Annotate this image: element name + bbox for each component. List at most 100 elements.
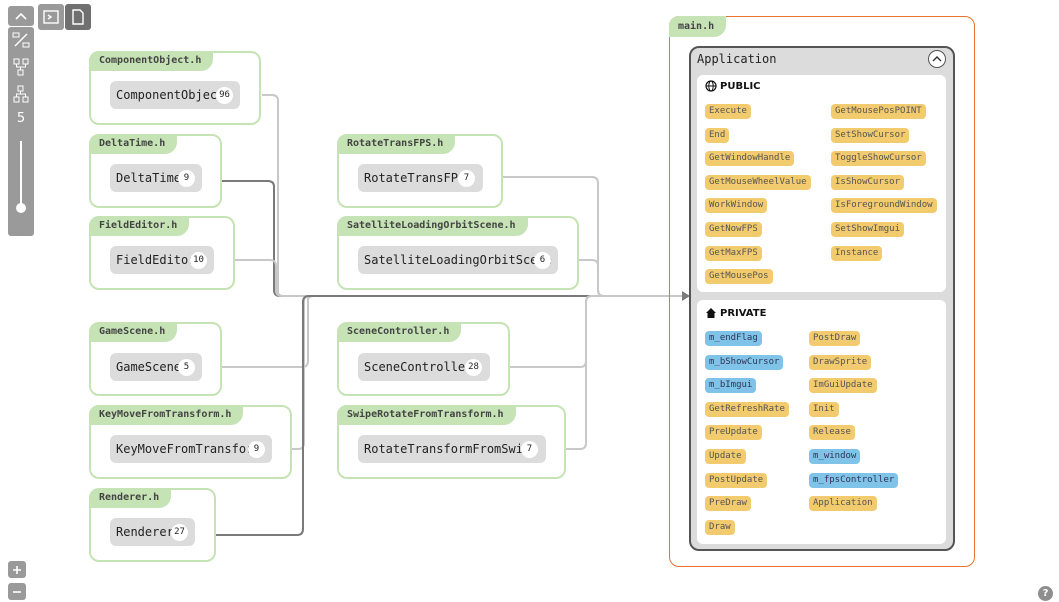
depth-slider-thumb[interactable] <box>16 203 26 213</box>
reference-count-badge: 9 <box>178 170 195 187</box>
class-name: KeyMoveFromTransform <box>116 442 261 456</box>
class-name: FieldEditor <box>116 253 196 267</box>
reference-count-badge: 27 <box>171 524 188 541</box>
class-node-keymovefromtransform[interactable]: KeyMoveFromTransform 9 <box>110 435 272 463</box>
file-name: SwipeRotateFromTransform.h <box>337 405 516 425</box>
public-section-header: PUBLIC <box>705 80 761 92</box>
member-function-chip[interactable]: Draw <box>705 519 735 535</box>
class-name: SatelliteLoadingOrbitScene <box>364 253 552 267</box>
file-name: RotateTransFPS.h <box>337 134 456 154</box>
reference-count-badge: 28 <box>465 359 482 376</box>
reference-count-badge: 7 <box>521 441 538 458</box>
class-node-gamescene[interactable]: GameScene 5 <box>110 353 202 381</box>
member-function-chip[interactable]: Execute <box>705 104 751 119</box>
home-icon <box>706 308 716 318</box>
reference-count-badge: 96 <box>216 87 233 104</box>
depth-slider-track[interactable] <box>20 141 22 211</box>
file-name: KeyMoveFromTransform.h <box>89 405 244 425</box>
reference-count-badge: 6 <box>534 252 551 269</box>
collapse-class-button[interactable] <box>928 50 946 68</box>
main-file-node[interactable] <box>669 16 975 567</box>
member-function-chip[interactable]: PostDraw <box>809 331 861 346</box>
member-variable-chip[interactable]: m_bImgui <box>705 378 757 394</box>
member-function-chip[interactable]: GetMouseWheelValue <box>705 174 811 190</box>
member-function-chip[interactable]: Release <box>809 425 855 441</box>
member-function-chip[interactable]: GetNowFPS <box>705 222 762 237</box>
class-node-renderer[interactable]: Renderer 27 <box>110 518 195 546</box>
filter-layout-button[interactable] <box>8 27 34 53</box>
reference-count-badge: 7 <box>458 170 475 187</box>
member-function-chip[interactable]: Init <box>809 401 839 417</box>
hierarchy-up-button[interactable] <box>8 81 34 107</box>
member-function-chip[interactable]: IsForegroundWindow <box>831 198 937 214</box>
member-function-chip[interactable]: GetRefreshRate <box>705 401 789 417</box>
reference-count-badge: 9 <box>248 441 265 458</box>
member-function-chip[interactable]: Update <box>705 449 746 464</box>
member-variable-chip[interactable]: m_window <box>809 449 861 464</box>
edge-fieldeditor <box>216 259 684 297</box>
member-function-chip[interactable]: PreUpdate <box>705 425 762 441</box>
reference-count-badge: 5 <box>178 359 195 376</box>
document-icon <box>72 9 84 25</box>
edge-renderer <box>197 295 684 536</box>
class-node-scenecontroller[interactable]: SceneController 28 <box>358 353 490 381</box>
collapse-toolbar-button[interactable] <box>8 6 34 26</box>
edge-swipe <box>546 295 684 450</box>
member-function-chip[interactable]: GetMousePos <box>705 269 773 285</box>
file-name: SatelliteLoadingOrbitScene.h <box>337 216 528 236</box>
member-function-chip[interactable]: Instance <box>831 245 883 261</box>
member-function-chip[interactable]: SetShowImgui <box>831 222 905 237</box>
class-name: DeltaTime <box>116 171 182 185</box>
file-name: ComponentObject.h <box>89 51 214 71</box>
member-function-chip[interactable]: SetShowCursor <box>831 127 910 143</box>
class-name: Renderer <box>116 525 174 539</box>
file-name: GameScene.h <box>89 322 178 342</box>
member-function-chip[interactable]: ImGuiUpdate <box>809 378 877 394</box>
zoom-out-button[interactable] <box>8 583 26 600</box>
member-function-chip[interactable]: GetMaxFPS <box>705 245 762 261</box>
reference-count-badge: 10 <box>190 252 207 269</box>
tree-up-icon <box>13 85 29 103</box>
member-function-chip[interactable]: ToggleShowCursor <box>831 151 926 167</box>
private-section-header: PRIVATE <box>705 307 766 319</box>
member-function-chip[interactable]: WorkWindow <box>705 198 768 214</box>
class-name: ComponentObject <box>116 88 225 102</box>
member-function-chip[interactable]: GetMousePosPOINT <box>831 104 926 119</box>
help-button[interactable]: ? <box>1038 586 1053 601</box>
member-variable-chip[interactable]: m_bShowCursor <box>705 354 784 370</box>
file-name: Renderer.h <box>89 488 172 508</box>
class-name: GameScene <box>116 360 182 374</box>
hierarchy-down-button[interactable] <box>8 54 34 80</box>
class-node-satelliteloadingorbitscene[interactable]: SatelliteLoadingOrbitScene 6 <box>358 246 558 274</box>
zoom-in-button[interactable] <box>8 561 26 578</box>
class-node-rotatetransfps[interactable]: RotateTransFPS 7 <box>358 164 483 192</box>
tree-down-icon <box>13 58 29 76</box>
member-function-chip[interactable]: Application <box>809 496 877 512</box>
minus-icon <box>13 590 21 593</box>
view-toolbar: 5 <box>8 27 34 236</box>
member-variable-chip[interactable]: m_fpsController <box>809 472 899 488</box>
member-function-chip[interactable]: IsShowCursor <box>831 174 905 190</box>
private-label: PRIVATE <box>720 307 767 319</box>
class-node-fieldeditor[interactable]: FieldEditor 10 <box>110 246 214 274</box>
chevron-up-icon <box>932 56 942 62</box>
tab-terminal[interactable] <box>38 4 64 30</box>
slash-edit-icon <box>12 32 30 48</box>
member-function-chip[interactable]: PostUpdate <box>705 472 768 488</box>
class-node-deltatime[interactable]: DeltaTime 9 <box>110 164 202 192</box>
member-function-chip[interactable]: End <box>705 127 730 143</box>
file-name: FieldEditor.h <box>89 216 190 236</box>
member-function-chip[interactable]: GetWindowHandle <box>705 151 795 167</box>
tab-document[interactable] <box>65 4 91 30</box>
class-name: SceneController <box>364 360 473 374</box>
file-name: SceneController.h <box>337 322 462 342</box>
member-function-chip[interactable]: PreDraw <box>705 496 751 512</box>
class-node-componentobject[interactable]: ComponentObject 96 <box>110 81 240 109</box>
member-function-chip[interactable]: DrawSprite <box>809 354 872 370</box>
terminal-icon <box>43 10 59 24</box>
class-name: RotateTransformFromSwipe <box>364 442 538 456</box>
member-variable-chip[interactable]: m_endFlag <box>705 331 762 346</box>
public-label: PUBLIC <box>720 80 761 92</box>
class-node-rotatetransformfromswipe[interactable]: RotateTransformFromSwipe 7 <box>358 435 546 463</box>
